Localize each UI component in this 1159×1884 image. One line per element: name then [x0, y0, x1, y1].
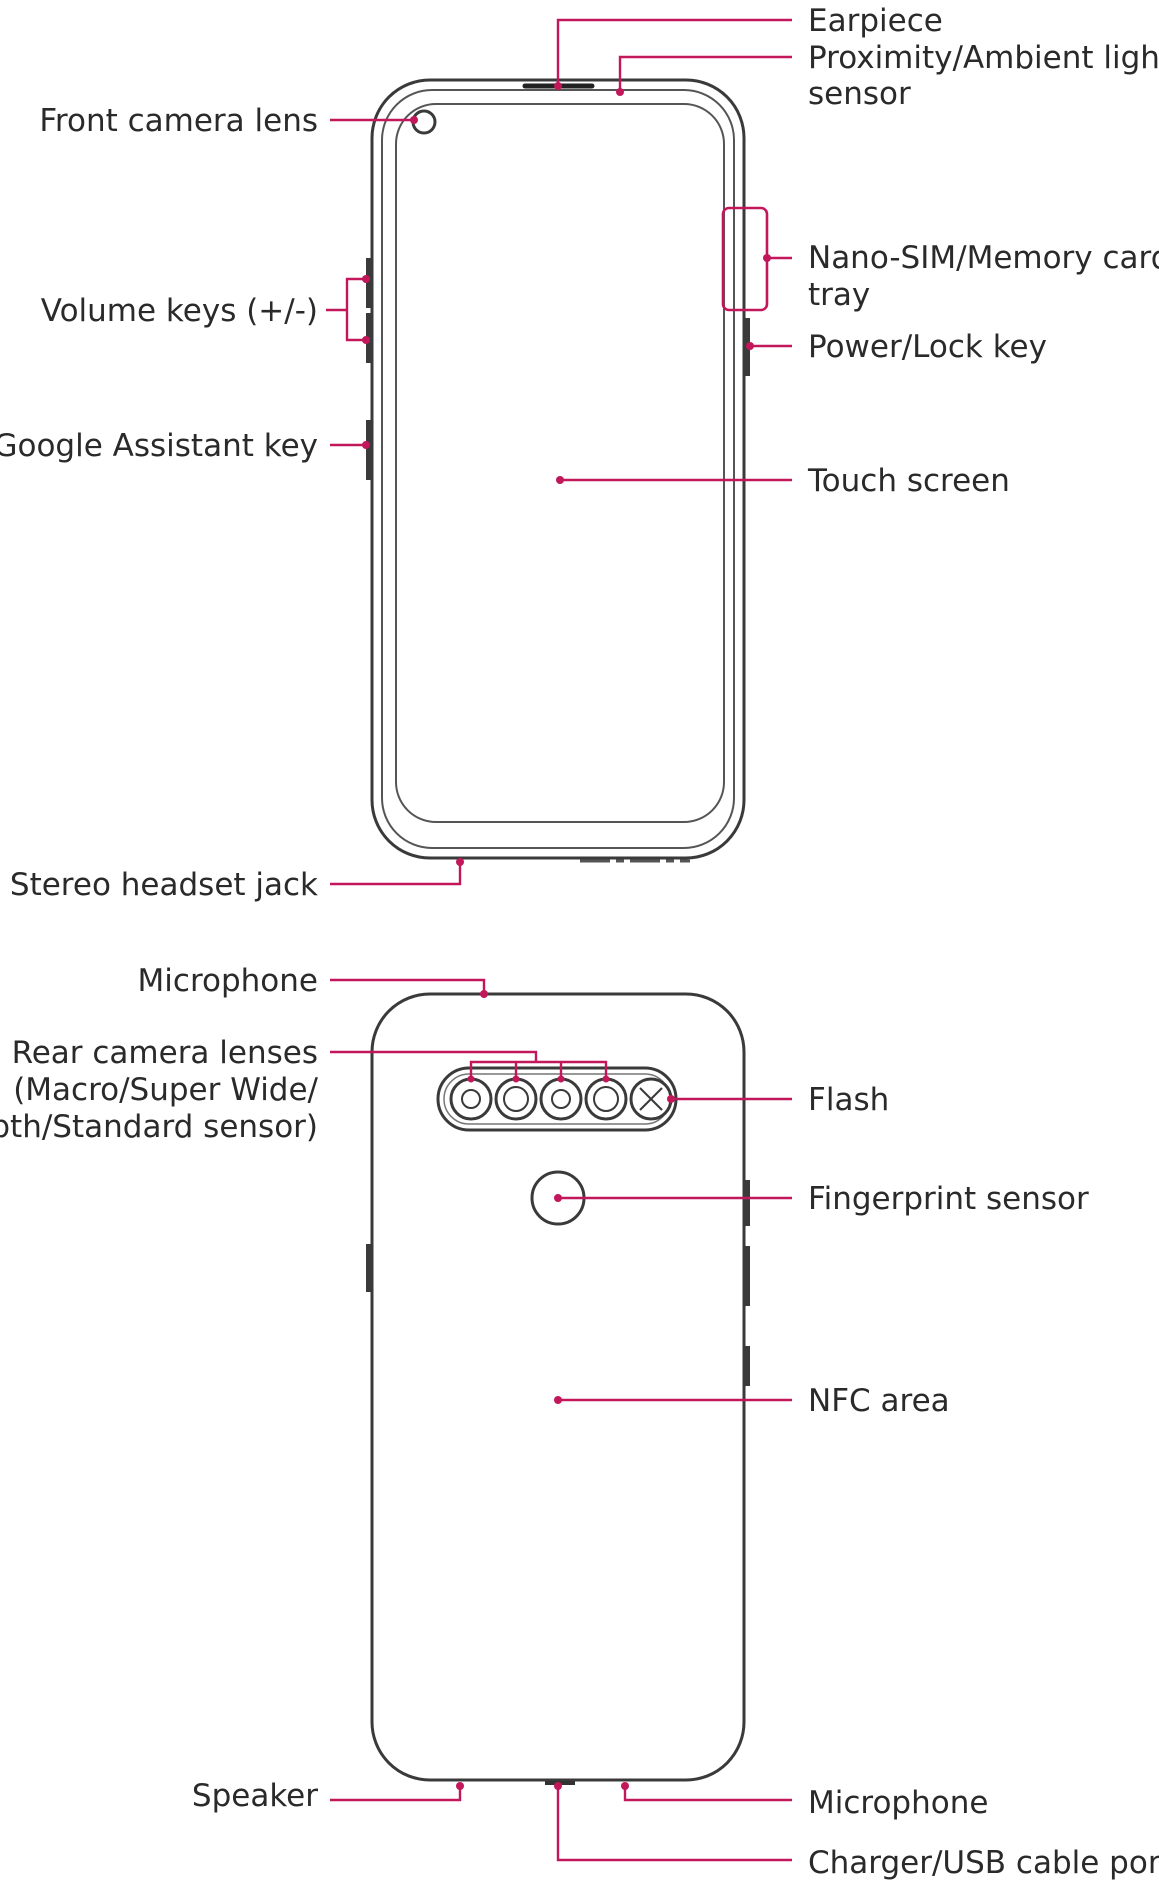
nfc-leader-dot [554, 1396, 562, 1404]
label-power-lock: Power/Lock key [808, 329, 1047, 365]
google-assistant-key [366, 420, 372, 480]
back-labels: Microphone Rear camera lenses (Macro/Sup… [0, 963, 1159, 1881]
label-nano-sim-line2: tray [808, 277, 870, 313]
volume-bracket [345, 277, 366, 342]
depth-lens [539, 1077, 583, 1121]
front-camera-leader-dot [410, 116, 418, 124]
label-nano-sim-line1: Nano-SIM/Memory card [808, 240, 1159, 276]
front-phone-view [366, 78, 750, 863]
power-lock-leader-dot [746, 342, 754, 350]
back-leaders [330, 978, 792, 1862]
label-volume-keys: Volume keys (+/-) [41, 293, 318, 329]
label-rear-camera-line2: (Macro/Super Wide/ [13, 1072, 318, 1108]
flash-led-cross-b [639, 1087, 663, 1111]
standard-lens-dot [602, 1075, 610, 1083]
flash-leader-dot [667, 1095, 675, 1103]
label-earpiece: Earpiece [808, 3, 943, 39]
depth-lens-dot [557, 1075, 565, 1083]
earpiece-leader-dot [554, 82, 562, 90]
label-nfc: NFC area [808, 1383, 950, 1419]
super-wide-lens [494, 1077, 538, 1121]
front-phone-frame-inner [381, 89, 735, 849]
label-flash: Flash [808, 1082, 889, 1118]
label-proximity-line2: sensor [808, 76, 911, 112]
rear-camera-bracket [469, 1060, 608, 1079]
rear-camera-leader [330, 1050, 538, 1062]
microphone-top-leader [330, 978, 486, 994]
back-right-key-mid [744, 1246, 750, 1306]
label-microphone-bottom: Microphone [808, 1785, 988, 1821]
fingerprint-leader-dot [554, 1194, 562, 1202]
label-fingerprint: Fingerprint sensor [808, 1181, 1089, 1217]
label-microphone-top: Microphone [138, 963, 318, 999]
macro-lens-inner [461, 1089, 481, 1109]
standard-lens-inner [593, 1086, 619, 1112]
back-right-key-low [744, 1346, 750, 1386]
super-wide-lens-dot [512, 1075, 520, 1083]
charger-port-leader [556, 1786, 792, 1862]
back-right-key-top [744, 1180, 750, 1226]
microphone-top-leader-dot [480, 990, 488, 998]
label-charger-port: Charger/USB cable port [808, 1845, 1159, 1881]
speaker-leader-dot [456, 1782, 464, 1790]
proximity-leader-dot [616, 88, 624, 96]
microphone-bottom-leader-dot [621, 1782, 629, 1790]
label-headset-jack: Stereo headset jack [10, 867, 318, 903]
microphone-bottom-leader [623, 1786, 792, 1802]
charger-port-leader-dot [554, 1782, 562, 1790]
macro-lens-dot [467, 1075, 475, 1083]
headset-jack-leader [330, 862, 462, 886]
proximity-leader [618, 55, 792, 92]
nano-sim-leader-dot [763, 254, 771, 262]
volume-down-dot [362, 336, 370, 344]
front-labels: Earpiece Proximity/Ambient light sensor … [0, 3, 1159, 903]
google-assistant-leader-dot [362, 441, 370, 449]
label-proximity-line1: Proximity/Ambient light [808, 40, 1159, 76]
earpiece-leader [556, 18, 792, 86]
back-left-key [366, 1244, 372, 1292]
macro-lens [449, 1077, 493, 1121]
back-phone-body [370, 992, 746, 1782]
back-phone-view [366, 992, 750, 1785]
volume-up-dot [362, 275, 370, 283]
label-google-assistant: Google Assistant key [0, 428, 318, 464]
label-speaker: Speaker [192, 1778, 318, 1814]
label-front-camera: Front camera lens [39, 103, 318, 139]
standard-lens [584, 1077, 628, 1121]
label-touch-screen: Touch screen [807, 463, 1010, 499]
touch-screen-leader-dot [556, 476, 564, 484]
headset-jack-leader-dot [456, 858, 464, 866]
rear-camera-lenses [449, 1077, 673, 1121]
label-rear-camera-line1: Rear camera lenses [12, 1035, 318, 1071]
speaker-leader [330, 1786, 462, 1802]
front-phone-body [370, 78, 746, 860]
front-leaders [326, 18, 792, 886]
depth-lens-inner [551, 1089, 571, 1109]
super-wide-lens-inner [503, 1086, 529, 1112]
volume-up-key [366, 258, 372, 308]
label-rear-camera-line3: Depth/Standard sensor) [0, 1109, 318, 1145]
touch-screen-area [395, 103, 725, 823]
